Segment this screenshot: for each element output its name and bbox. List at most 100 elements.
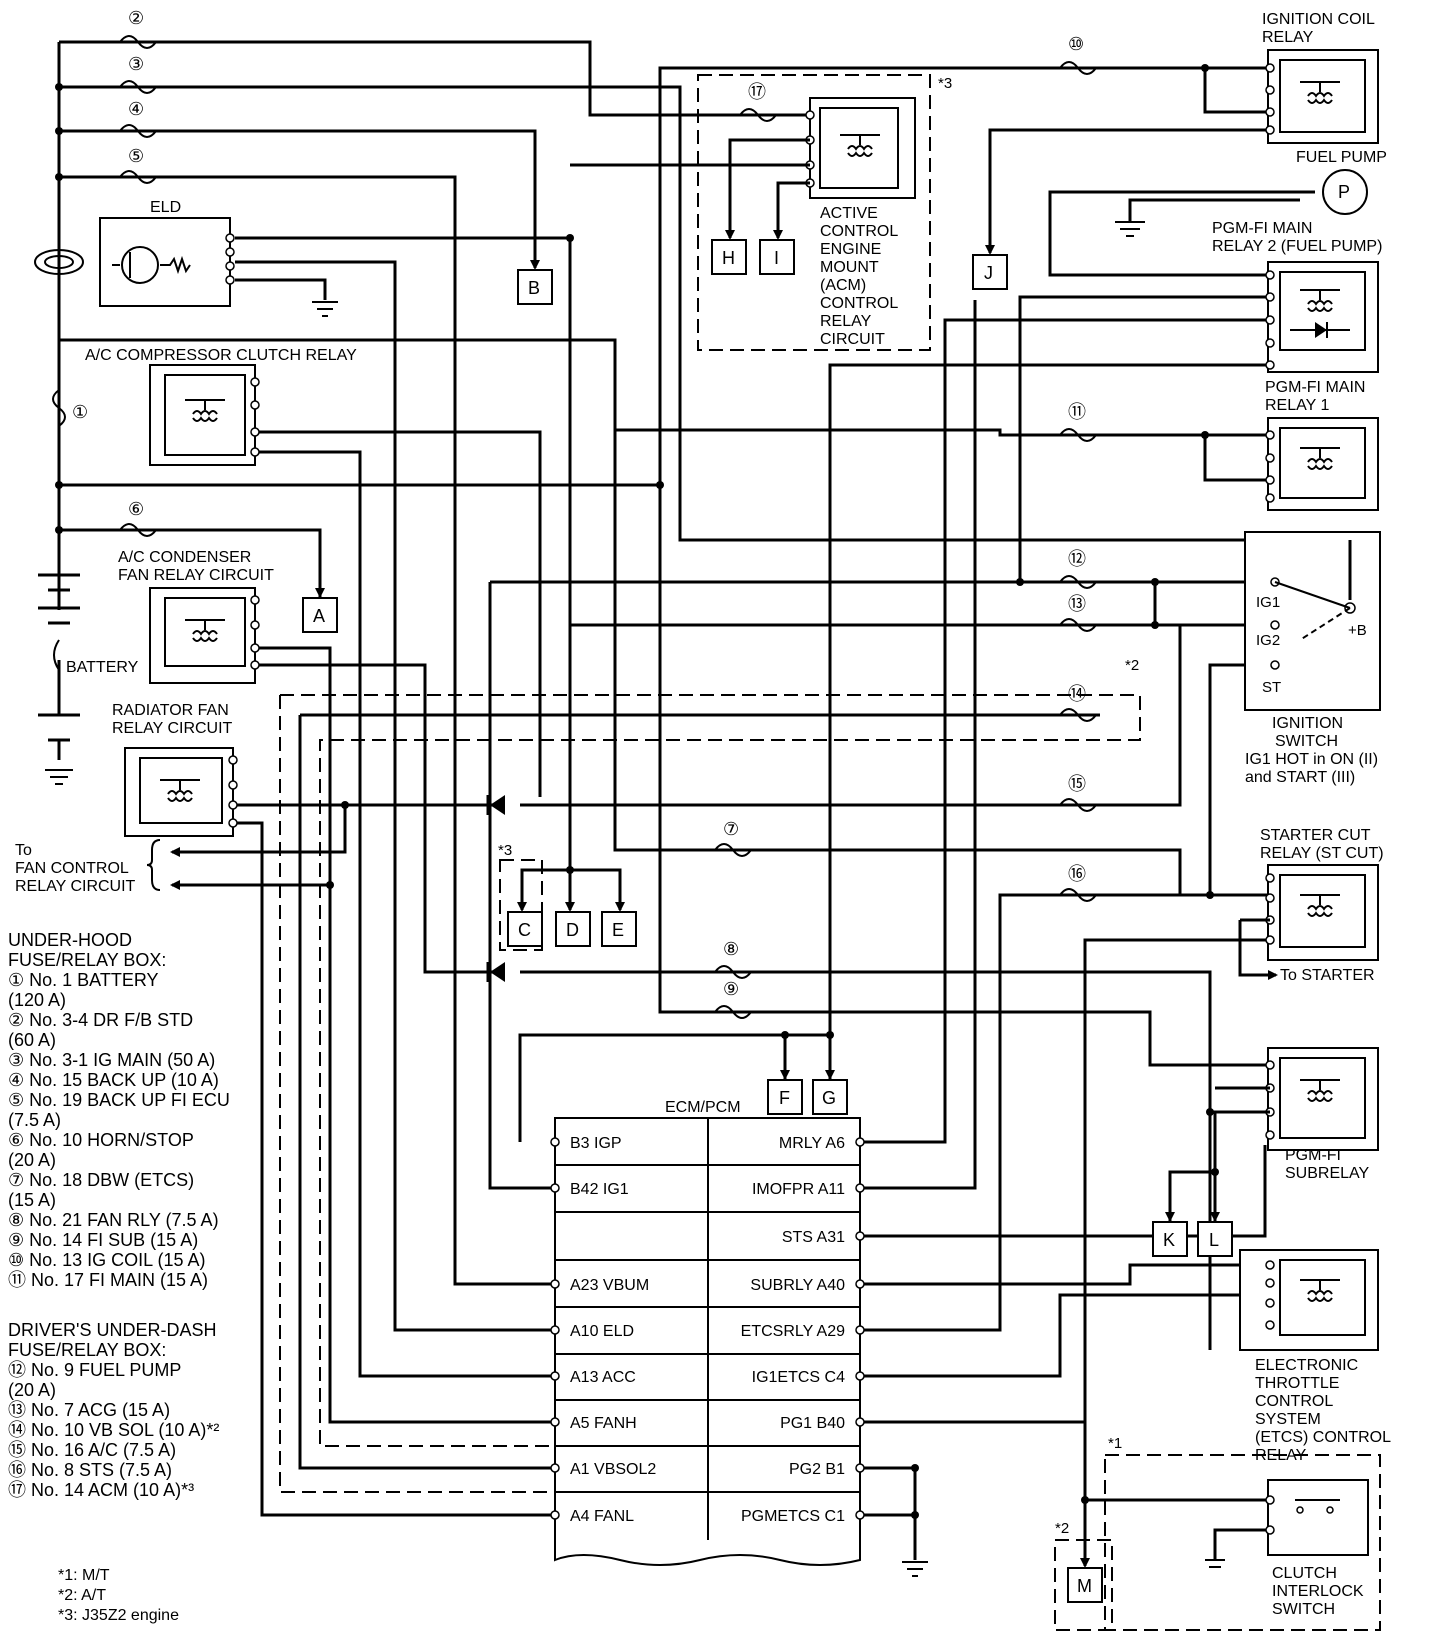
pgmfi-main-relay-2-label-1: PGM-FI MAIN	[1212, 220, 1312, 237]
svg-text:PG1 B40: PG1 B40	[780, 1415, 845, 1432]
fuse-labels: ② ③ ④ ⑤ ⑥ ① ⑰ ⑩ ⑪ ⑫ ⑬ ⑭ ⑮ ⑦ ⑯ ⑧ ⑨	[72, 8, 1086, 999]
ig1-label: IG1	[1256, 594, 1280, 611]
svg-text:⑩ No. 13 IG COIL (15 A): ⑩ No. 13 IG COIL (15 A)	[8, 1250, 206, 1270]
svg-text:(15 A): (15 A)	[8, 1190, 56, 1210]
fuse-15-label: ⑮	[1068, 774, 1086, 794]
ignition-coil-relay-label-1: IGNITION COIL	[1262, 11, 1375, 28]
plus-b-label: +B	[1348, 622, 1367, 639]
svg-text:⑬ No. 7 ACG (15 A): ⑬ No. 7 ACG (15 A)	[8, 1400, 170, 1420]
svg-text:P: P	[1338, 182, 1350, 202]
pgmfi-main-relay-1	[1265, 417, 1379, 511]
svg-text:D: D	[566, 920, 579, 940]
battery-symbol	[34, 249, 84, 785]
ecm-pcm-label: ECM/PCM	[665, 1099, 741, 1116]
svg-text:B: B	[528, 278, 540, 298]
svg-text:⑤ No. 19 BACK UP FI ECU: ⑤ No. 19 BACK UP FI ECU	[8, 1090, 230, 1110]
fuse-5-label: ⑤	[128, 146, 144, 166]
footnotes: *1: M/T *2: A/T *3: J35Z2 engine	[58, 1567, 179, 1624]
svg-text:⑨ No. 14 FI SUB (15 A): ⑨ No. 14 FI SUB (15 A)	[8, 1230, 198, 1250]
svg-text:SUBRLY A40: SUBRLY A40	[750, 1277, 845, 1294]
ac-compressor-relay	[149, 364, 260, 466]
fuse-6-label: ⑥	[128, 499, 144, 519]
svg-text:⑰ No. 14 ACM (10 A)*³: ⑰ No. 14 ACM (10 A)*³	[8, 1480, 194, 1500]
svg-text:*3: J35Z2 engine: *3: J35Z2 engine	[58, 1607, 179, 1624]
acm-relay-text: ACTIVE CONTROL ENGINE MOUNT (ACM) CONTRO…	[820, 205, 898, 348]
fuse-12-label: ⑫	[1068, 549, 1086, 569]
svg-text:FUSE/RELAY BOX:: FUSE/RELAY BOX:	[8, 950, 166, 970]
svg-text:J: J	[984, 263, 993, 283]
svg-text:A4 FANL: A4 FANL	[570, 1508, 634, 1525]
svg-text:⑫ No. 9 FUEL PUMP: ⑫ No. 9 FUEL PUMP	[8, 1360, 181, 1380]
dashed-wires	[279, 74, 1381, 1631]
etcs-relay	[1239, 1249, 1379, 1351]
svg-text:③ No. 3-1 IG MAIN (50 A): ③ No. 3-1 IG MAIN (50 A)	[8, 1050, 215, 1070]
svg-text:⑯ No. 8 STS (7.5 A): ⑯ No. 8 STS (7.5 A)	[8, 1460, 172, 1480]
ignition-coil-relay	[1265, 49, 1379, 144]
svg-text:A13 ACC: A13 ACC	[570, 1369, 636, 1386]
connector-boxes	[302, 239, 1233, 1603]
acm-star3: *3	[938, 75, 952, 92]
svg-text:RELAY: RELAY	[820, 313, 872, 330]
fuse-4-label: ④	[128, 99, 144, 119]
svg-text:RELAY: RELAY	[1255, 1447, 1307, 1464]
svg-text:⑭ No. 10 VB SOL (10 A)*²: ⑭ No. 10 VB SOL (10 A)*²	[8, 1420, 219, 1440]
acm-relay	[570, 97, 916, 240]
radiator-fan-relay	[124, 747, 238, 837]
svg-text:MOUNT: MOUNT	[820, 259, 879, 276]
svg-text:FUSE/RELAY BOX:: FUSE/RELAY BOX:	[8, 1340, 166, 1360]
svg-text:B3 IGP: B3 IGP	[570, 1135, 622, 1152]
pgmfi-main-relay-2-label-2: RELAY 2 (FUEL PUMP)	[1212, 238, 1382, 255]
svg-text:E: E	[612, 920, 624, 940]
svg-text:A: A	[313, 606, 325, 626]
eld-label: ELD	[150, 199, 181, 216]
ac-condenser-relay-label-2: FAN RELAY CIRCUIT	[118, 567, 274, 584]
ignition-switch-label-3: IG1 HOT in ON (II)	[1245, 751, 1378, 768]
ignition-coil-relay-label-2: RELAY	[1262, 29, 1314, 46]
starter-cut-relay-label-2: RELAY (ST CUT)	[1260, 845, 1384, 862]
clutch-star1: *1	[1108, 1435, 1122, 1452]
battery-label: BATTERY	[66, 659, 139, 676]
svg-text:IG1ETCS C4: IG1ETCS C4	[752, 1369, 845, 1386]
svg-text:⑮ No. 16 A/C (7.5 A): ⑮ No. 16 A/C (7.5 A)	[8, 1440, 176, 1460]
pgmfi-main-relay-1-label-1: PGM-FI MAIN	[1265, 379, 1365, 396]
svg-text:② No. 3-4 DR F/B STD: ② No. 3-4 DR F/B STD	[8, 1010, 193, 1030]
radiator-fan-relay-label-1: RADIATOR FAN	[112, 702, 229, 719]
radiator-fan-relay-label-2: RELAY CIRCUIT	[112, 720, 233, 737]
fuse-13-label: ⑬	[1068, 594, 1086, 614]
ecm-left-pins: B3 IGP B42 IG1 A23 VBUM A10 ELD A13 ACC …	[550, 1135, 656, 1525]
clutch-interlock-switch	[1205, 1479, 1369, 1568]
ignition-switch-label-1: IGNITION	[1272, 715, 1343, 732]
fuse-10-label: ⑩	[1068, 34, 1084, 54]
svg-text:(20 A): (20 A)	[8, 1380, 56, 1400]
svg-text:M: M	[1077, 1576, 1092, 1596]
svg-text:(ACM): (ACM)	[820, 277, 866, 294]
ac-condenser-relay-label-1: A/C CONDENSER	[118, 549, 251, 566]
svg-text:⑪ No. 17 FI MAIN (15 A): ⑪ No. 17 FI MAIN (15 A)	[8, 1270, 208, 1290]
starter-cut-relay	[1240, 864, 1379, 980]
svg-text:B42 IG1: B42 IG1	[570, 1181, 629, 1198]
eld-box	[99, 217, 235, 307]
fuse-9-label: ⑨	[723, 979, 739, 999]
svg-text:*1: M/T: *1: M/T	[58, 1567, 110, 1584]
fuse-16-label: ⑯	[1068, 864, 1086, 884]
svg-text:⑦ No. 18 DBW (ETCS): ⑦ No. 18 DBW (ETCS)	[8, 1170, 194, 1190]
svg-text:PG2 B1: PG2 B1	[789, 1461, 845, 1478]
svg-text:PGMETCS C1: PGMETCS C1	[741, 1508, 845, 1525]
fuse-11-label: ⑪	[1068, 402, 1086, 422]
fuel-pump-label: FUEL PUMP	[1296, 149, 1387, 166]
clutch-switch-label-2: INTERLOCK	[1272, 1583, 1364, 1600]
pgmfi-main-relay-1-label-2: RELAY 1	[1265, 397, 1329, 414]
c-star3: *3	[498, 842, 512, 859]
legend-underhood: UNDER-HOOD FUSE/RELAY BOX: ① No. 1 BATTE…	[8, 930, 230, 1290]
fuse-1-label: ①	[72, 402, 88, 422]
svg-text:SYSTEM: SYSTEM	[1255, 1411, 1321, 1428]
ecm-right-pins: MRLY A6 IMOFPR A11 STS A31 SUBRLY A40 ET…	[741, 1135, 865, 1525]
starter-cut-relay-label-1: STARTER CUT	[1260, 827, 1371, 844]
fuse-17-label: ⑰	[748, 82, 766, 102]
ignition-switch	[1244, 531, 1381, 711]
pgmfi-main-relay-2	[1265, 261, 1379, 373]
ecm-pcm-box	[554, 1117, 861, 1566]
pgmfi-subrelay-label-2: SUBRELAY	[1285, 1165, 1370, 1182]
ignition-switch-label-4: and START (III)	[1245, 769, 1355, 786]
